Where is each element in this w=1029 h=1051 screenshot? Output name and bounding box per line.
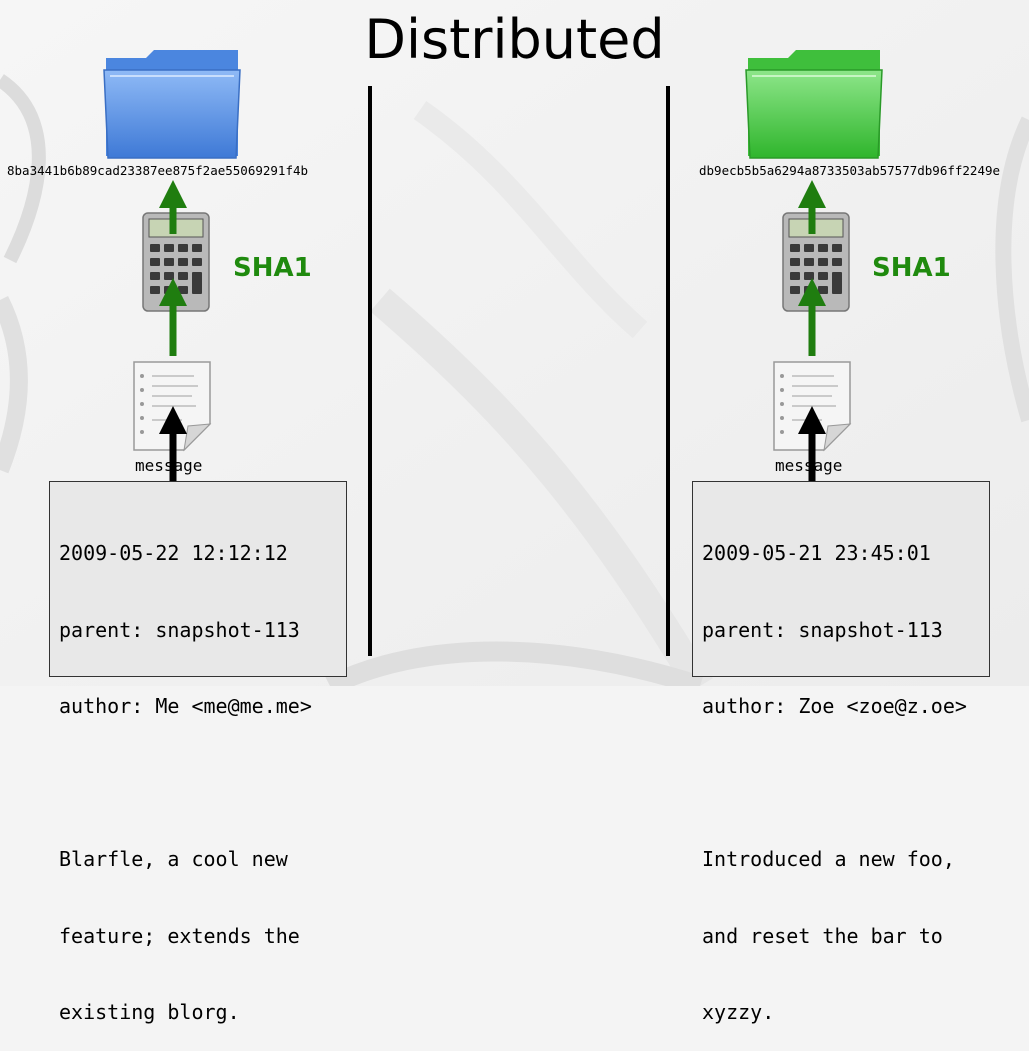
commit-body-line: and reset the bar to: [702, 923, 943, 948]
hash-value: 8ba3441b6b89cad23387ee875f2ae55069291f4b: [7, 163, 309, 178]
commit-author: author: Zoe <zoe@z.oe>: [702, 694, 967, 718]
folder-icon: [103, 50, 241, 159]
sha1-label: SHA1: [233, 253, 312, 283]
arrows-layer: [159, 180, 826, 481]
commit-body-line: feature; extends the: [59, 923, 300, 948]
commit-date: 2009-05-21 23:45:01: [702, 541, 931, 565]
commit-date: 2009-05-22 12:12:12: [59, 541, 288, 565]
commit-parent: parent: snapshot-113: [702, 617, 943, 642]
divider-right: [666, 86, 670, 656]
commit-parent: parent: snapshot-113: [59, 617, 300, 642]
commit-body-line: xyzzy.: [702, 1000, 775, 1024]
folder-icon: [745, 50, 883, 159]
commit-body-line: Blarfle, a cool new: [59, 847, 288, 871]
commit-author: author: Me <me@me.me>: [59, 694, 312, 718]
hash-value: db9ecb5b5a6294a8733503ab57577db96ff2249e: [699, 163, 1001, 178]
page-title: Distributed: [364, 8, 665, 71]
divider-left: [368, 86, 372, 656]
commit-body-line: existing blorg.: [59, 1000, 240, 1024]
message-label: message: [135, 456, 203, 475]
commit-body-line: Introduced a new foo,: [702, 847, 955, 871]
sha1-label: SHA1: [872, 253, 951, 283]
